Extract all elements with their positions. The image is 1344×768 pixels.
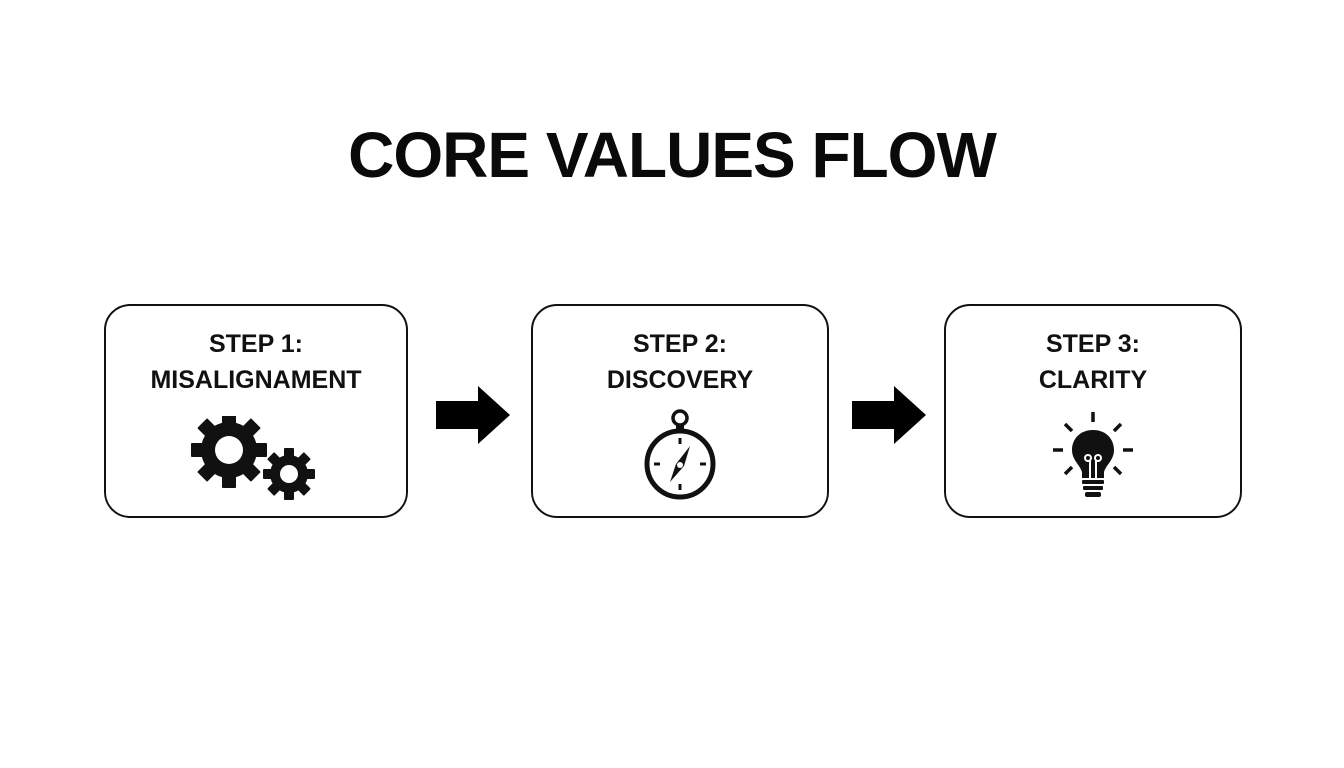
gears-icon xyxy=(191,416,315,500)
step-name: DISCOVERY xyxy=(606,366,754,394)
compass-icon xyxy=(644,409,716,500)
step-number: STEP 2: xyxy=(632,330,728,358)
step-label: STEP 1: MISALIGNAMENT xyxy=(106,326,406,398)
step-card-2: STEP 2: DISCOVERY xyxy=(531,304,829,518)
step-card-3: STEP 3: CLARITY xyxy=(944,304,1242,518)
step-number: STEP 3: xyxy=(1045,330,1141,358)
step-name: MISALIGNAMENT xyxy=(150,366,362,394)
arrow-right-icon xyxy=(436,386,510,444)
step-name: CLARITY xyxy=(1038,366,1148,394)
step-label: STEP 3: CLARITY xyxy=(946,326,1240,398)
step-number: STEP 1: xyxy=(208,330,304,358)
lightbulb-icon xyxy=(1053,412,1133,497)
diagram-title: CORE VALUES FLOW xyxy=(348,119,997,191)
step-label: STEP 2: DISCOVERY xyxy=(533,326,827,398)
step-card-1: STEP 1: MISALIGNAMENT xyxy=(104,304,408,518)
arrow-right-icon xyxy=(852,386,926,444)
